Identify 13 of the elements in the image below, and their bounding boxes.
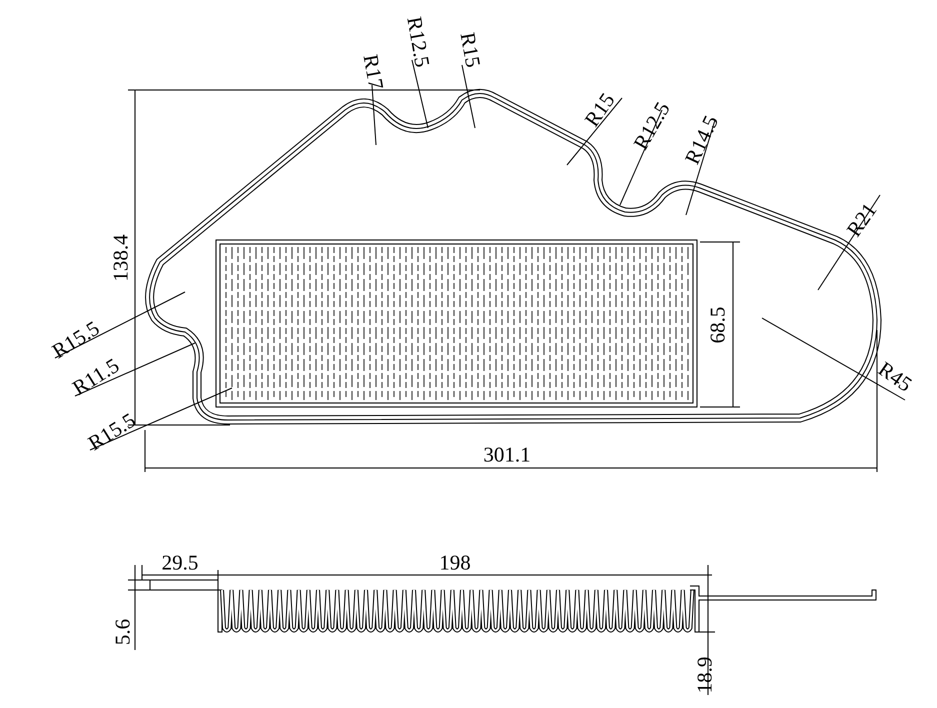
dimension-label: 138.4 bbox=[110, 234, 132, 282]
dimension-label: 5.6 bbox=[112, 618, 134, 646]
dimension-label: R15 bbox=[581, 90, 619, 130]
dimension-label: 68.5 bbox=[708, 306, 728, 344]
dimension-label: R14.5 bbox=[682, 112, 722, 168]
dimension-label: R17 bbox=[360, 52, 386, 92]
dimension-label: R15 bbox=[456, 30, 484, 70]
dimension-label: 301.1 bbox=[483, 444, 531, 466]
dimension-label: R45 bbox=[874, 358, 916, 396]
dimension-label: 29.5 bbox=[162, 552, 198, 574]
dimension-label: R12.5 bbox=[403, 15, 433, 69]
dimension-label: 198 bbox=[439, 552, 471, 574]
dimension-label: R21 bbox=[843, 200, 881, 240]
